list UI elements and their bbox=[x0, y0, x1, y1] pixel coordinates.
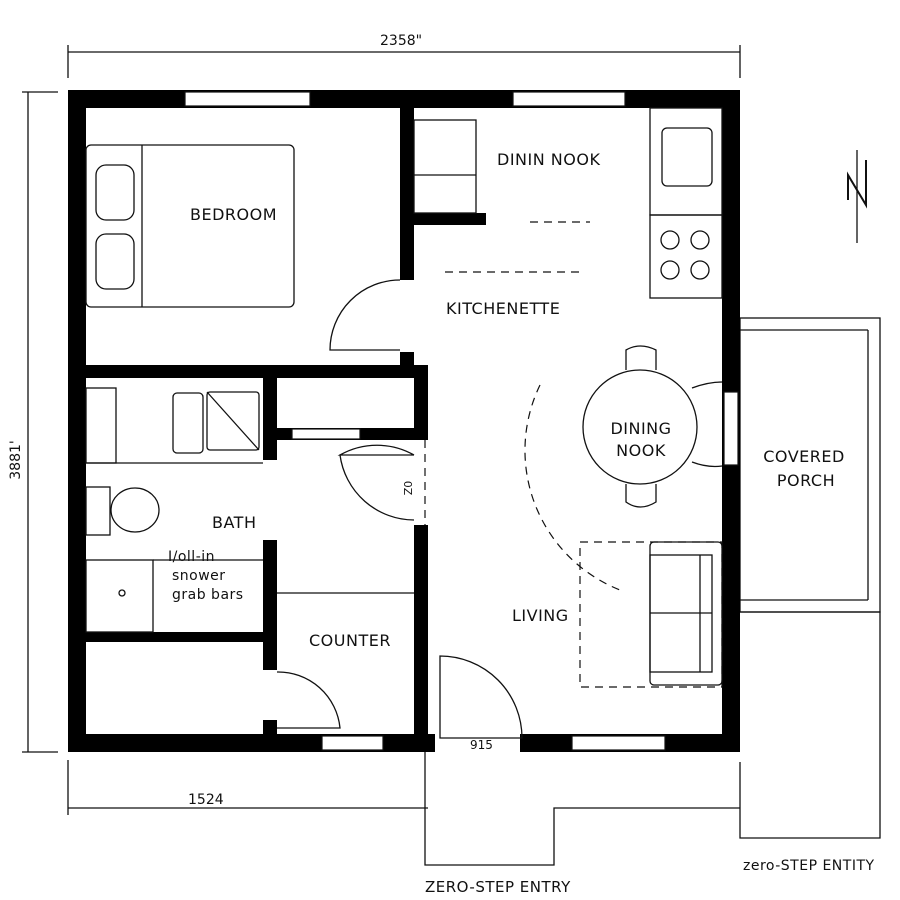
interior-walls bbox=[86, 108, 486, 740]
partial-width-dimension: 1524 bbox=[188, 792, 224, 808]
side-entry-label: zero-STEP ENTITY bbox=[743, 858, 875, 874]
porch-outline bbox=[739, 317, 881, 839]
north-arrow-icon bbox=[847, 150, 867, 243]
kitchen-cabinets bbox=[413, 107, 723, 299]
covered-porch-label-2: PORCH bbox=[777, 471, 835, 490]
dining-nook-label-1: DINING bbox=[610, 419, 671, 438]
bedroom-label: BEDROOM bbox=[190, 205, 277, 224]
door-width-label: 915 bbox=[470, 738, 493, 752]
overall-depth-dimension: 3881' bbox=[8, 440, 24, 479]
doors bbox=[276, 279, 621, 739]
front-entry-outline bbox=[424, 752, 740, 866]
living-label: LIVING bbox=[512, 606, 569, 625]
sink-icon bbox=[661, 127, 713, 187]
bed bbox=[85, 144, 295, 308]
dining-table bbox=[582, 345, 723, 508]
stove-icon bbox=[649, 214, 723, 299]
closet-mark: 0Z bbox=[401, 481, 414, 496]
bath-note-1: I/oll-in bbox=[168, 549, 215, 565]
bath-note-3: grab bars bbox=[172, 587, 244, 603]
bath-note-2: snower bbox=[172, 568, 226, 584]
toilet-icon bbox=[110, 487, 160, 533]
counter-label: COUNTER bbox=[309, 631, 391, 650]
dinin-nook-label: DININ NOOK bbox=[497, 150, 600, 169]
sofa bbox=[579, 541, 723, 688]
covered-porch-label-1: COVERED bbox=[763, 447, 845, 466]
front-entry-label: ZERO-STEP ENTRY bbox=[425, 878, 571, 896]
kitchenette-label: KITCHENETTE bbox=[446, 299, 560, 318]
dimension-lines bbox=[22, 45, 741, 815]
bath-fixtures bbox=[85, 387, 414, 633]
dining-nook-label-2: NOOK bbox=[616, 441, 666, 460]
bath-label: BATH bbox=[212, 513, 256, 532]
overall-width-dimension: 2358" bbox=[380, 33, 422, 49]
